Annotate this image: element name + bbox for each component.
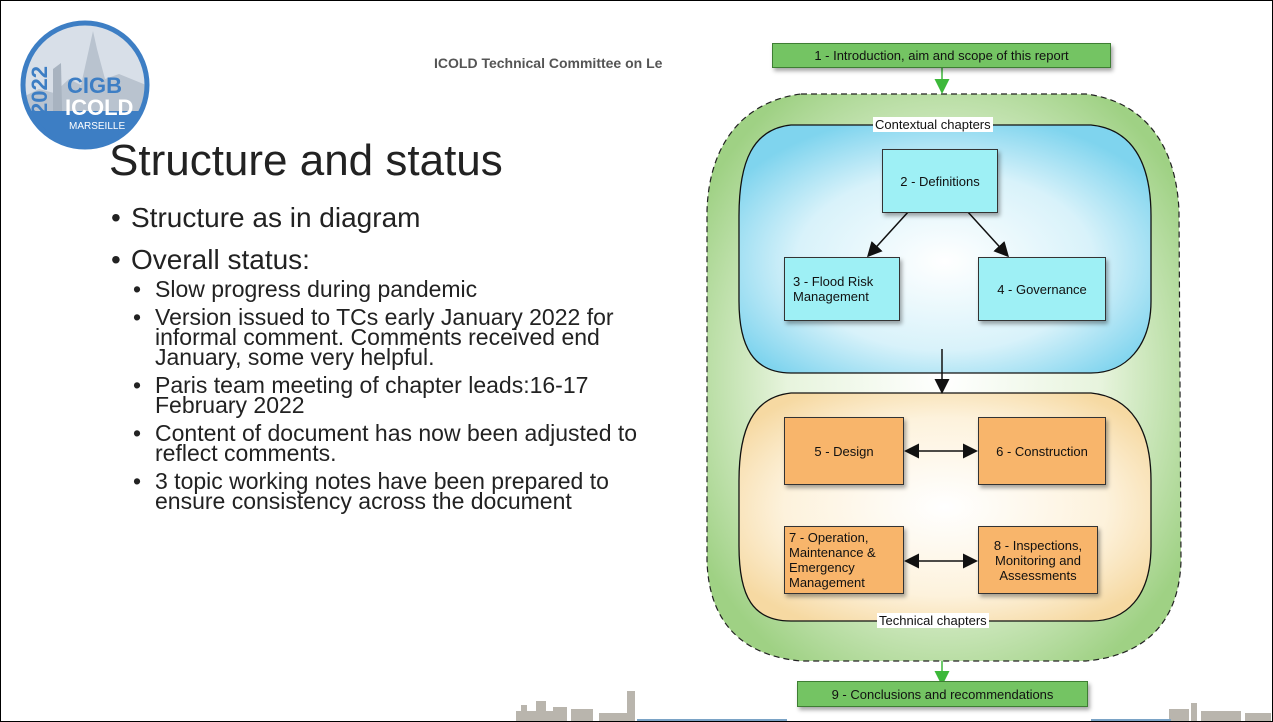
arrow-to-flood — [866, 210, 910, 258]
box-construction: 6 - Construction — [978, 417, 1106, 485]
box-inspections: 8 - Inspections, Monitoring and Assessme… — [978, 526, 1098, 594]
sub-bullet-paris-meeting: Paris team meeting of chapter leads:16-1… — [131, 374, 655, 417]
city-skyline-decoration — [516, 691, 1271, 721]
sub-bullet-version: Version issued to TCs early January 2022… — [131, 306, 655, 369]
box-flood-risk: 3 - Flood Risk Management — [784, 257, 900, 321]
slide-title: Structure and status — [109, 136, 503, 185]
logo-icold: ICOLD — [65, 95, 133, 120]
sub-bullet-content-adjusted: Content of document has now been adjuste… — [131, 422, 655, 465]
sub-bullet-progress: Slow progress during pandemic — [131, 278, 655, 301]
sub-bullet-working-notes: 3 topic working notes have been prepared… — [131, 470, 655, 513]
logo-city: MARSEILLE — [69, 121, 125, 132]
bullet-structure: Structure as in diagram — [111, 201, 671, 235]
box-design: 5 - Design — [784, 417, 904, 485]
sub-bullet-list: Slow progress during pandemic Version is… — [131, 278, 671, 513]
icold-2022-logo: 2022 CIGB ICOLD MARSEILLE — [20, 20, 150, 150]
label-technical-chapters: Technical chapters — [877, 613, 989, 628]
box-definitions: 2 - Definitions — [882, 149, 998, 213]
label-contextual-chapters: Contextual chapters — [873, 117, 993, 132]
box-conclusions: 9 - Conclusions and recommendations — [797, 681, 1088, 707]
logo-cigb: CIGB — [67, 73, 122, 98]
box-introduction: 1 - Introduction, aim and scope of this … — [772, 43, 1111, 68]
arrow-to-governance — [966, 210, 1010, 258]
committee-header: ICOLD Technical Committee on Le — [434, 55, 663, 71]
box-operation: 7 - Operation, Maintenance & Emergency M… — [784, 526, 904, 594]
bullet-overall-status: Overall status: Slow progress during pan… — [111, 243, 671, 513]
logo-year: 2022 — [27, 66, 52, 115]
box-governance: 4 - Governance — [978, 257, 1106, 321]
bullet-list: Structure as in diagram Overall status: … — [111, 201, 671, 519]
